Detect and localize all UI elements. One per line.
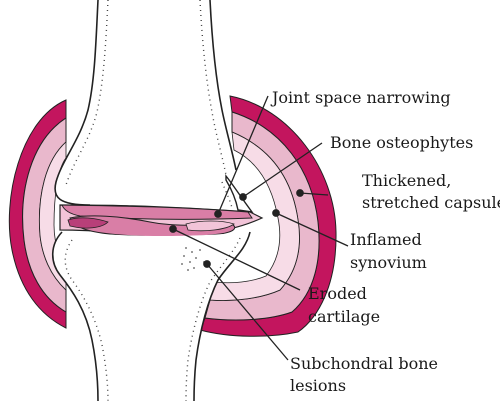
label-joint-space: Joint space narrowing <box>270 88 451 107</box>
leader-capsule <box>299 192 329 196</box>
leader-cartilage <box>172 228 301 291</box>
label-cartilage-line1: Eroded <box>308 284 367 303</box>
label-synovium-line1: Inflamed <box>350 230 422 249</box>
eroded-cartilage-lower <box>69 215 236 238</box>
leader-joint-space <box>217 95 269 215</box>
cartilage-fragment-right <box>185 220 235 232</box>
upper-bone-outline-left <box>54 0 99 206</box>
subchondral-lesions <box>181 247 205 271</box>
cartilage-fragment-left <box>67 217 109 229</box>
osteophyte-dots <box>221 181 233 209</box>
pointer-capsule <box>296 189 304 197</box>
label-lesions-line2: lesions <box>290 376 346 395</box>
leader-lesions <box>206 263 289 361</box>
leader-osteophytes <box>242 142 323 198</box>
label-osteophytes: Bone osteophytes <box>330 133 473 152</box>
label-synovium-line2: synovium <box>350 253 427 272</box>
eroded-cartilage-upper <box>61 204 253 220</box>
leader-lines <box>169 95 349 361</box>
lower-bone <box>52 232 250 401</box>
pointer-cartilage <box>169 225 177 233</box>
label-lesions-line1: Subchondral bone <box>290 354 438 373</box>
pointer-osteophytes <box>239 193 247 201</box>
upper-bone-outline-right <box>209 0 237 171</box>
pointer-lesions <box>203 260 211 268</box>
label-capsule-line2: stretched capsule <box>362 193 500 212</box>
upper-bone <box>55 0 242 208</box>
pointer-joint-space <box>214 210 222 218</box>
leader-synovium <box>275 212 349 247</box>
pointer-synovium <box>272 209 280 217</box>
lower-bone-outline-right <box>193 231 251 401</box>
lower-bone-outline-left <box>51 231 99 401</box>
label-cartilage-line2: cartilage <box>308 307 380 326</box>
label-capsule-line1: Thickened, <box>362 171 451 190</box>
